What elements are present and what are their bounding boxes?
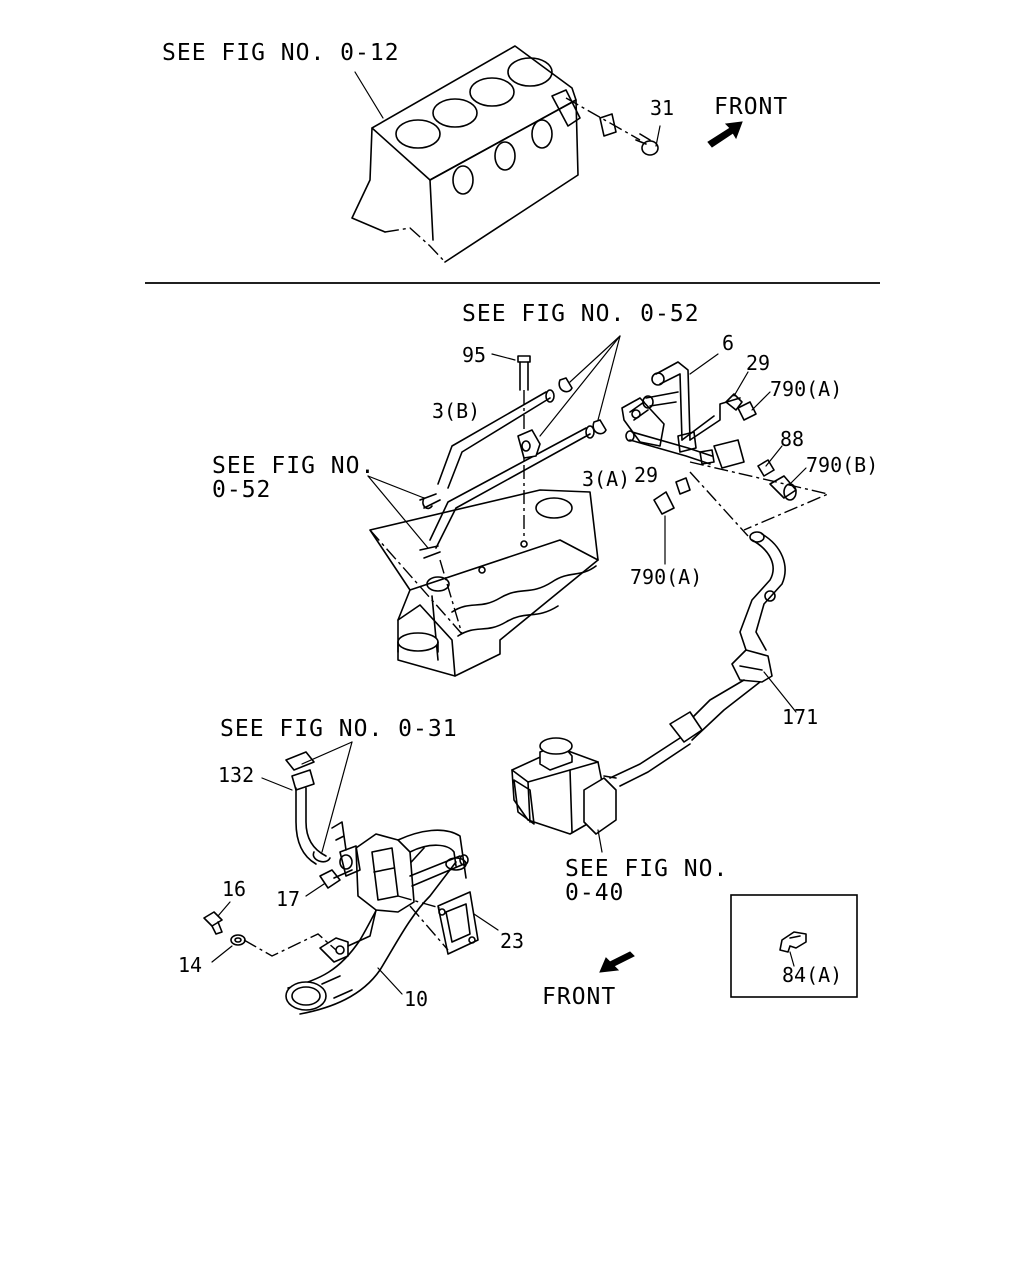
label-see-fig-0-52-left-1: SEE FIG NO. [212,453,375,479]
callout-17: 17 [276,887,300,911]
heater-valve-unit-drawing [511,737,617,853]
see-fig-0-52-top-leaders [539,335,621,437]
label-see-fig-0-40-2: 0-40 [565,880,624,906]
label-front-top: FRONT [714,94,788,120]
callout-84a: 84(A) [782,963,842,987]
engine-block-drawing [351,45,661,263]
callout-6: 6 [722,331,734,355]
sensor-790a-top-icon [725,371,771,421]
callout-14: 14 [178,953,202,977]
sensor-790a-mid-icon [653,471,749,565]
washer-14-icon [211,933,337,963]
ref-triangle-right [689,461,831,531]
callout-3b: 3(B) [432,399,480,423]
label-see-fig-0-52-left-2: 0-52 [212,477,271,503]
callout-29-mid: 29 [634,463,658,487]
leader-6 [689,353,719,375]
hose-clamp-icon [558,377,607,435]
callout-95: 95 [462,343,486,367]
see-fig-0-52-left-leaders [367,475,429,549]
callout-23: 23 [500,929,524,953]
callout-29-top: 29 [746,351,770,375]
bolt-16-icon [203,901,231,935]
label-see-fig-0-31: SEE FIG NO. 0-31 [220,716,458,742]
callout-790a-top: 790(A) [770,377,842,401]
thermostat-housing-drawing [285,821,469,1015]
callout-10: 10 [404,987,428,1011]
sensor-790b-icon [757,445,807,501]
callout-790b: 790(B) [806,453,878,477]
callout-171: 171 [782,705,818,729]
label-front-bottom: FRONT [542,984,616,1010]
callout-3a: 3(A) [582,467,630,491]
callout-31: 31 [650,96,674,120]
bolt-17-icon [305,869,353,897]
front-arrow-top-icon [707,121,743,148]
callout-88: 88 [780,427,804,451]
inset-box-84a [730,894,858,998]
heater-hose-171-drawing [609,531,797,787]
label-see-fig-0-52-top: SEE FIG NO. 0-52 [462,301,700,327]
label-see-fig-0-40-1: SEE FIG NO. [565,856,728,882]
gasket-23-icon [397,891,499,955]
see-fig-0-31-leaders [301,741,353,853]
water-pipe-6-drawing [621,361,745,469]
hose-132-drawing [261,751,331,865]
bolt-95-icon [491,353,541,540]
leader-10 [377,967,403,995]
callout-16: 16 [222,877,246,901]
front-arrow-bottom-icon [599,951,635,973]
pipe-3a-drawing [419,425,595,559]
pipe-3b-drawing [419,389,555,510]
callout-790a-mid: 790(A) [630,565,702,589]
label-see-fig-0-12: SEE FIG NO. 0-12 [162,40,400,66]
callout-132: 132 [218,763,254,787]
cylinder-head-drawing [369,489,599,677]
